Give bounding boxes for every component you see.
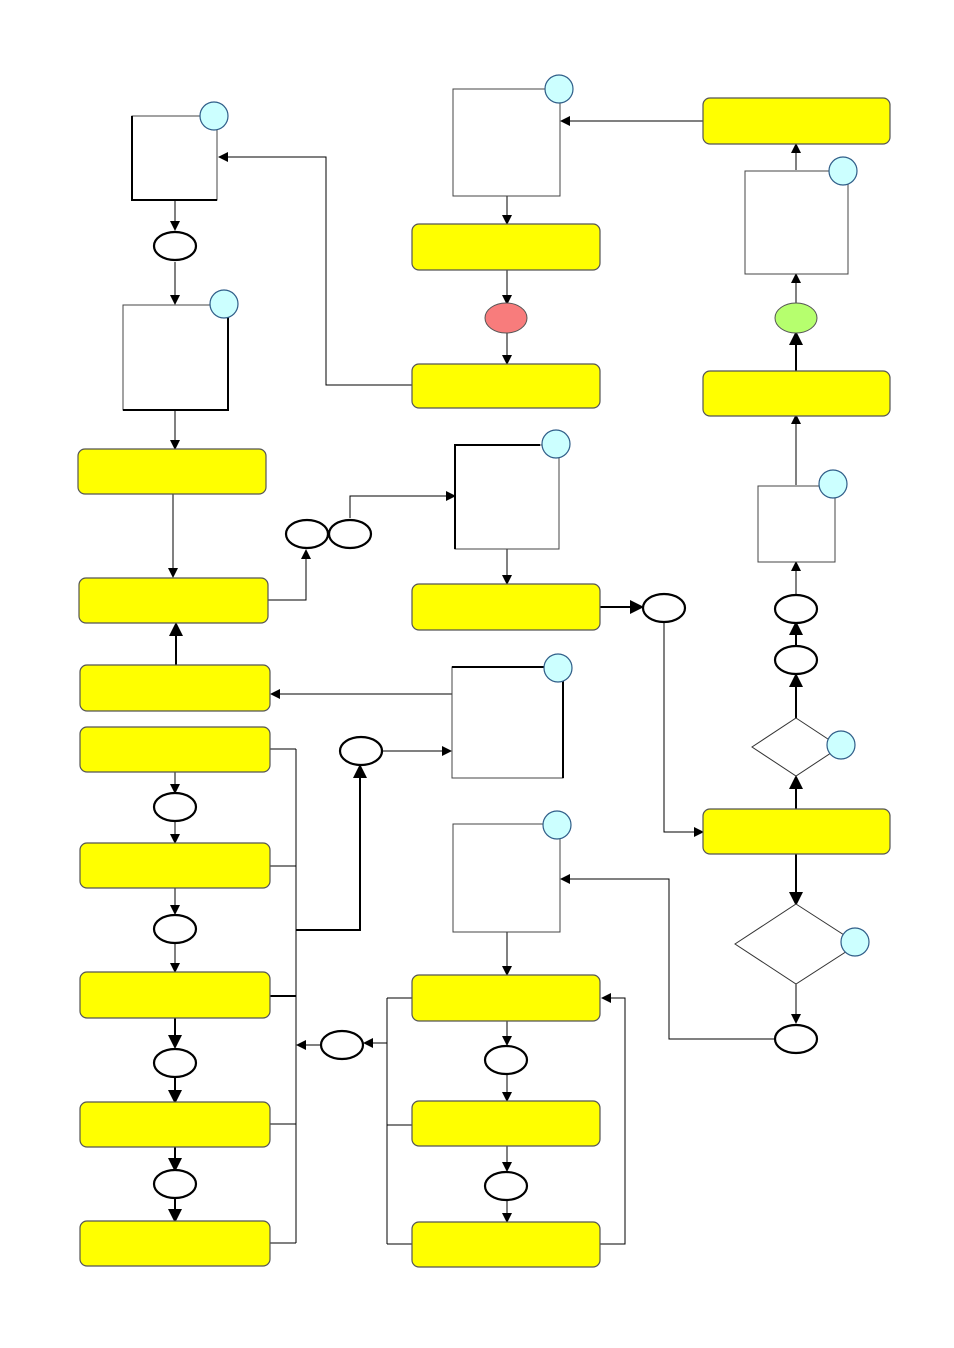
connector-ovals bbox=[152, 230, 819, 1202]
process-p10 bbox=[411, 363, 601, 409]
marker-circle bbox=[209, 289, 239, 319]
connector-oval bbox=[152, 1168, 198, 1200]
document-d3 bbox=[452, 88, 561, 197]
decision-q2 bbox=[734, 903, 859, 985]
process-p3 bbox=[79, 664, 271, 712]
document-d2 bbox=[122, 304, 229, 411]
process-nodes bbox=[77, 97, 891, 1268]
connector-oval bbox=[319, 1029, 365, 1061]
connector-oval bbox=[152, 1047, 198, 1079]
process-p12 bbox=[411, 974, 601, 1022]
decision-q1 bbox=[751, 717, 841, 777]
document-d1 bbox=[131, 115, 218, 201]
process-p6 bbox=[79, 971, 271, 1019]
document-d6 bbox=[452, 823, 561, 933]
process-p1 bbox=[77, 448, 267, 495]
event-red bbox=[484, 302, 528, 334]
marker-circle bbox=[826, 730, 856, 760]
document-d8 bbox=[757, 485, 836, 563]
process-p13 bbox=[411, 1100, 601, 1147]
connector-oval bbox=[152, 913, 198, 945]
connector-oval bbox=[773, 1023, 819, 1055]
connector-oval bbox=[773, 593, 819, 625]
process-p17 bbox=[702, 808, 891, 855]
connector-oval bbox=[773, 644, 819, 676]
connector-lines bbox=[168, 116, 803, 1245]
marker-circles bbox=[199, 74, 870, 957]
process-p14 bbox=[411, 1221, 601, 1268]
process-p8 bbox=[79, 1220, 271, 1267]
connector-oval bbox=[641, 592, 687, 624]
marker-circle bbox=[828, 156, 858, 186]
document-nodes bbox=[122, 88, 849, 933]
process-p16 bbox=[702, 370, 891, 417]
connector-oval bbox=[338, 735, 384, 767]
connector-oval bbox=[284, 518, 330, 550]
marker-circle bbox=[542, 810, 572, 840]
process-p7 bbox=[79, 1101, 271, 1148]
connector-oval bbox=[483, 1044, 529, 1076]
process-p15 bbox=[702, 97, 891, 145]
connector-oval bbox=[483, 1170, 529, 1202]
document-d7 bbox=[744, 170, 849, 275]
document-d5 bbox=[451, 666, 564, 779]
connector-oval bbox=[327, 518, 373, 550]
event-green bbox=[774, 302, 818, 334]
marker-circle bbox=[199, 101, 229, 131]
marker-circle bbox=[544, 74, 574, 104]
event-nodes bbox=[484, 302, 818, 334]
marker-circle bbox=[818, 469, 848, 499]
connector-oval bbox=[152, 230, 198, 262]
marker-circle bbox=[840, 927, 870, 957]
document-d4 bbox=[454, 444, 560, 550]
process-p11 bbox=[411, 583, 601, 631]
connector-oval bbox=[152, 791, 198, 823]
decision-nodes bbox=[734, 717, 859, 985]
process-p4 bbox=[79, 726, 271, 773]
process-p9 bbox=[411, 223, 601, 271]
marker-circle bbox=[543, 653, 573, 683]
process-p5 bbox=[79, 842, 271, 889]
process-p2 bbox=[78, 577, 269, 624]
marker-circle bbox=[541, 429, 571, 459]
